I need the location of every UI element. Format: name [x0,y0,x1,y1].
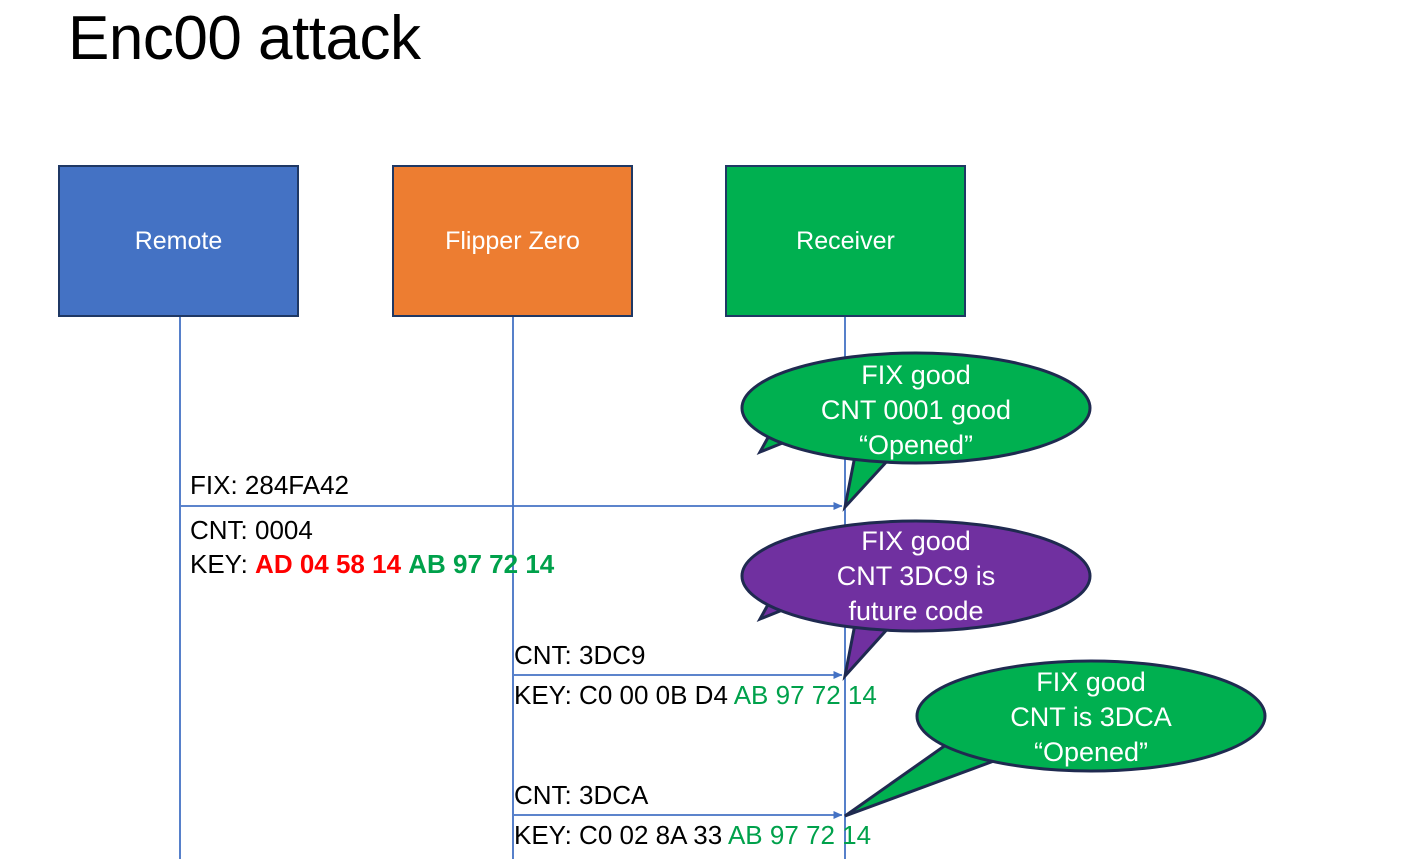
speech-bubble-2[interactable] [740,519,1092,682]
message-label-cnt-3dc9: CNT: 3DC9 [514,640,646,670]
actor-label-flipper-zero: Flipper Zero [445,226,580,255]
key-prefix: KEY: C0 00 0B D4 [514,680,734,710]
key-hex-green: AB 97 72 14 [727,820,872,850]
message-label-key-3dca: KEY: C0 02 8A 33 AB 97 72 14 [514,820,871,851]
message-label-cnt-0004: CNT: 0004 [190,515,313,545]
message-label-fix: FIX: 284FA42 [190,470,349,500]
actor-box-flipper-zero[interactable]: Flipper Zero [392,165,633,317]
message-label-key-remote: KEY: AD 04 58 14 AB 97 72 14 [190,549,554,580]
speech-bubble-1[interactable] [740,351,1092,512]
actor-box-remote[interactable]: Remote [58,165,299,317]
actor-label-receiver: Receiver [796,226,895,255]
speech-bubble-3[interactable] [844,659,1267,818]
key-prefix: KEY: [190,549,256,579]
message-label-cnt-3dca: CNT: 3DCA [514,780,649,810]
actor-box-receiver[interactable]: Receiver [725,165,966,317]
key-hex-green: AB 97 72 14 [408,549,555,579]
message-label-key-3dc9: KEY: C0 00 0B D4 AB 97 72 14 [514,680,877,711]
key-prefix: KEY: C0 02 8A 33 [514,820,728,850]
key-hex-red: AD 04 58 14 [255,549,402,579]
actor-label-remote: Remote [134,226,223,255]
key-hex-green: AB 97 72 14 [733,680,877,710]
page-title: Enc00 attack [68,4,421,73]
